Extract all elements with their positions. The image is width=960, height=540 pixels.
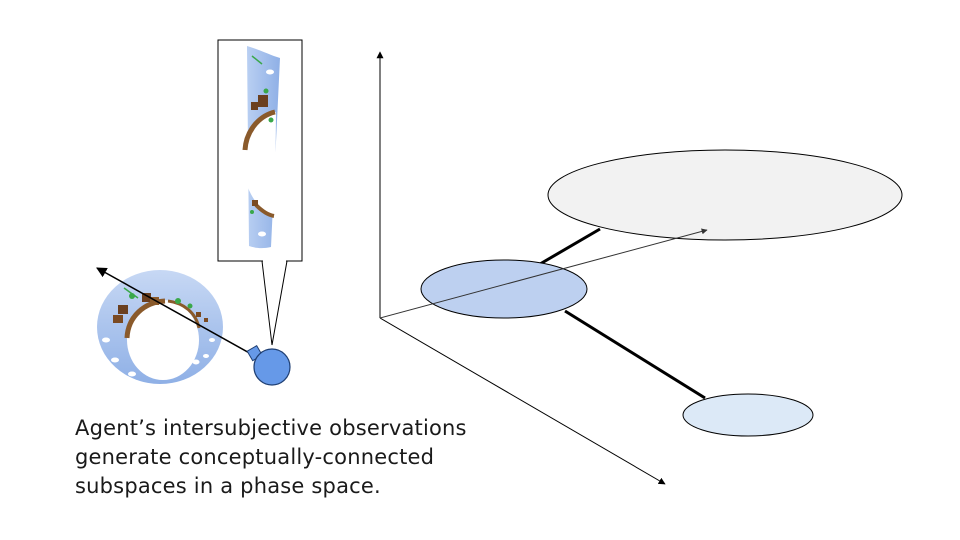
observation-ray — [96, 267, 263, 361]
caption-line-2: generate conceptually-connected — [75, 445, 435, 469]
observer-agent-icon — [246, 344, 291, 386]
subspace-medium — [420, 259, 588, 319]
connection-upper — [539, 227, 601, 266]
observation-window-icon — [217, 39, 303, 346]
caption-line-3: subspaces in a phase space. — [75, 474, 381, 498]
caption-line-1: Agent’s intersubjective observations — [75, 416, 467, 440]
subspace-large — [547, 149, 903, 241]
connection-lower — [564, 309, 706, 400]
phase-space-axes — [376, 51, 666, 485]
diagram-caption: Agent’s intersubjective observations gen… — [75, 414, 515, 501]
subspace-small — [682, 393, 814, 437]
cylindrical-world-icon — [97, 270, 223, 384]
subspace-connections — [539, 227, 706, 400]
depth-axis — [379, 317, 666, 485]
horizontal-axis — [379, 228, 708, 319]
